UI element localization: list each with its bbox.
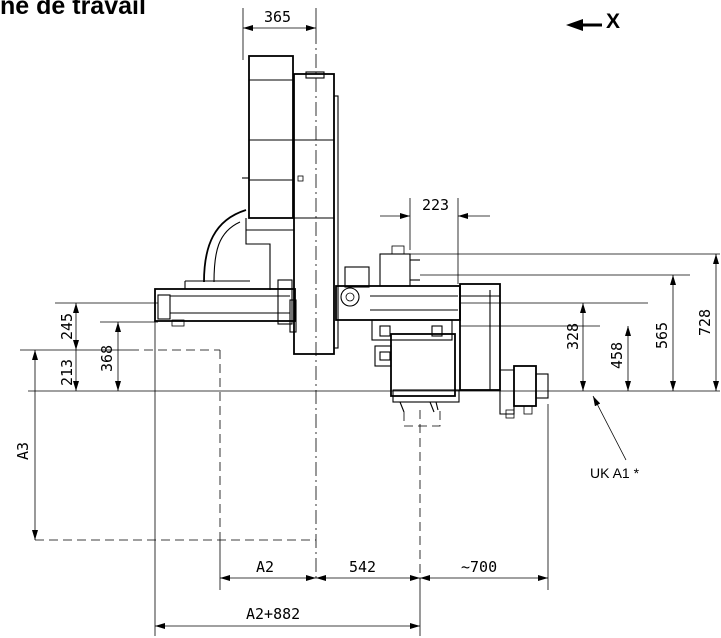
dim-458: 458 bbox=[608, 342, 626, 369]
drawing-title: ne de travail bbox=[0, 0, 146, 20]
dim-328: 328 bbox=[564, 323, 582, 350]
centerlines bbox=[35, 30, 421, 580]
reference-label: UK A1 * bbox=[590, 465, 640, 481]
x-direction-arrow-icon bbox=[566, 19, 602, 31]
dim-245: 245 bbox=[58, 313, 76, 340]
right-housing bbox=[459, 283, 549, 419]
dim-565: 565 bbox=[653, 322, 671, 349]
cross-carriage bbox=[335, 245, 461, 341]
dim-a3: A3 bbox=[14, 442, 32, 460]
x-axis-label: X bbox=[606, 10, 621, 33]
dim-a2: A2 bbox=[256, 558, 274, 576]
horizontal-arm bbox=[154, 279, 297, 333]
dim-542: 542 bbox=[349, 558, 376, 576]
vertical-column bbox=[203, 55, 339, 355]
dimension-lines bbox=[20, 8, 720, 636]
dim-728: 728 bbox=[696, 309, 714, 336]
dim-368: 368 bbox=[98, 345, 116, 372]
dim-700: ~700 bbox=[461, 558, 497, 576]
dim-a2-882: A2+882 bbox=[246, 605, 300, 623]
spindle-motor bbox=[374, 333, 460, 427]
dim-365: 365 bbox=[264, 8, 291, 26]
dim-223: 223 bbox=[422, 196, 449, 214]
dim-213: 213 bbox=[58, 359, 76, 386]
